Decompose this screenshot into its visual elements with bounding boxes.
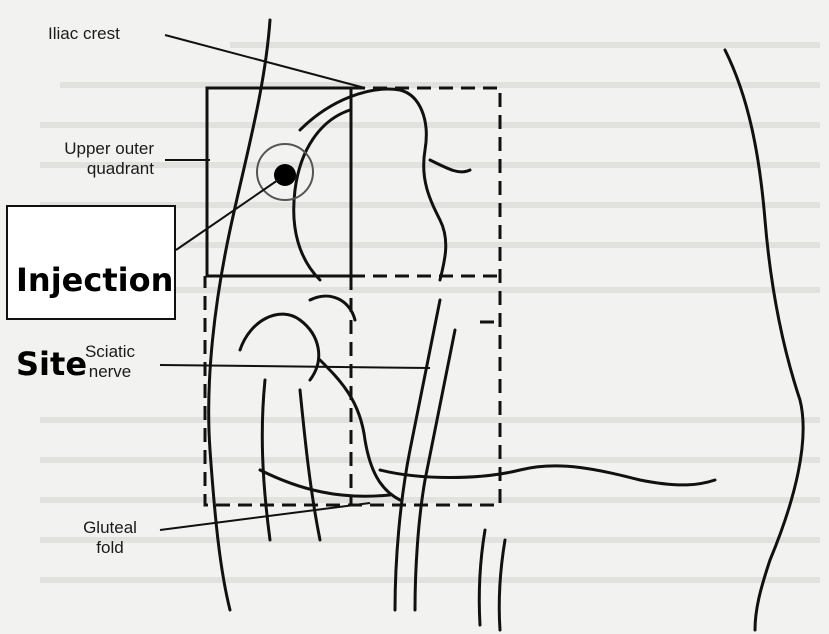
thigh-line-2 xyxy=(499,540,505,630)
label-gluteal-fold: Gluteal fold xyxy=(60,518,160,558)
label-sciatic-line1: Sciatic xyxy=(60,342,160,362)
label-upper-outer-line2: quadrant xyxy=(14,159,154,179)
label-gluteal-line2: fold xyxy=(60,538,160,558)
injection-site-callout: Injection Site xyxy=(6,205,176,320)
body-outline-left xyxy=(209,20,270,610)
injection-site-dot xyxy=(274,164,296,186)
buttock-lower xyxy=(260,470,390,496)
leader-sciatic-nerve xyxy=(160,365,430,368)
femoral-head xyxy=(240,314,319,380)
label-iliac-crest: Iliac crest xyxy=(48,24,120,44)
label-upper-outer-line1: Upper outer xyxy=(14,139,154,159)
femur-shaft-2 xyxy=(300,390,320,540)
ischium xyxy=(320,360,400,500)
label-gluteal-line1: Gluteal xyxy=(60,518,160,538)
pelvis-outline xyxy=(300,89,446,280)
label-upper-outer-quadrant: Upper outer quadrant xyxy=(14,139,154,179)
sciatic-nerve-path-2 xyxy=(415,330,455,610)
injection-site-label: Injection Site xyxy=(16,217,173,427)
label-sciatic-nerve: Sciatic nerve xyxy=(60,342,160,382)
label-sciatic-line2: nerve xyxy=(60,362,160,382)
injection-label-line1: Injection xyxy=(16,259,173,301)
buttock-outline xyxy=(380,466,715,485)
hip-socket xyxy=(310,296,355,320)
